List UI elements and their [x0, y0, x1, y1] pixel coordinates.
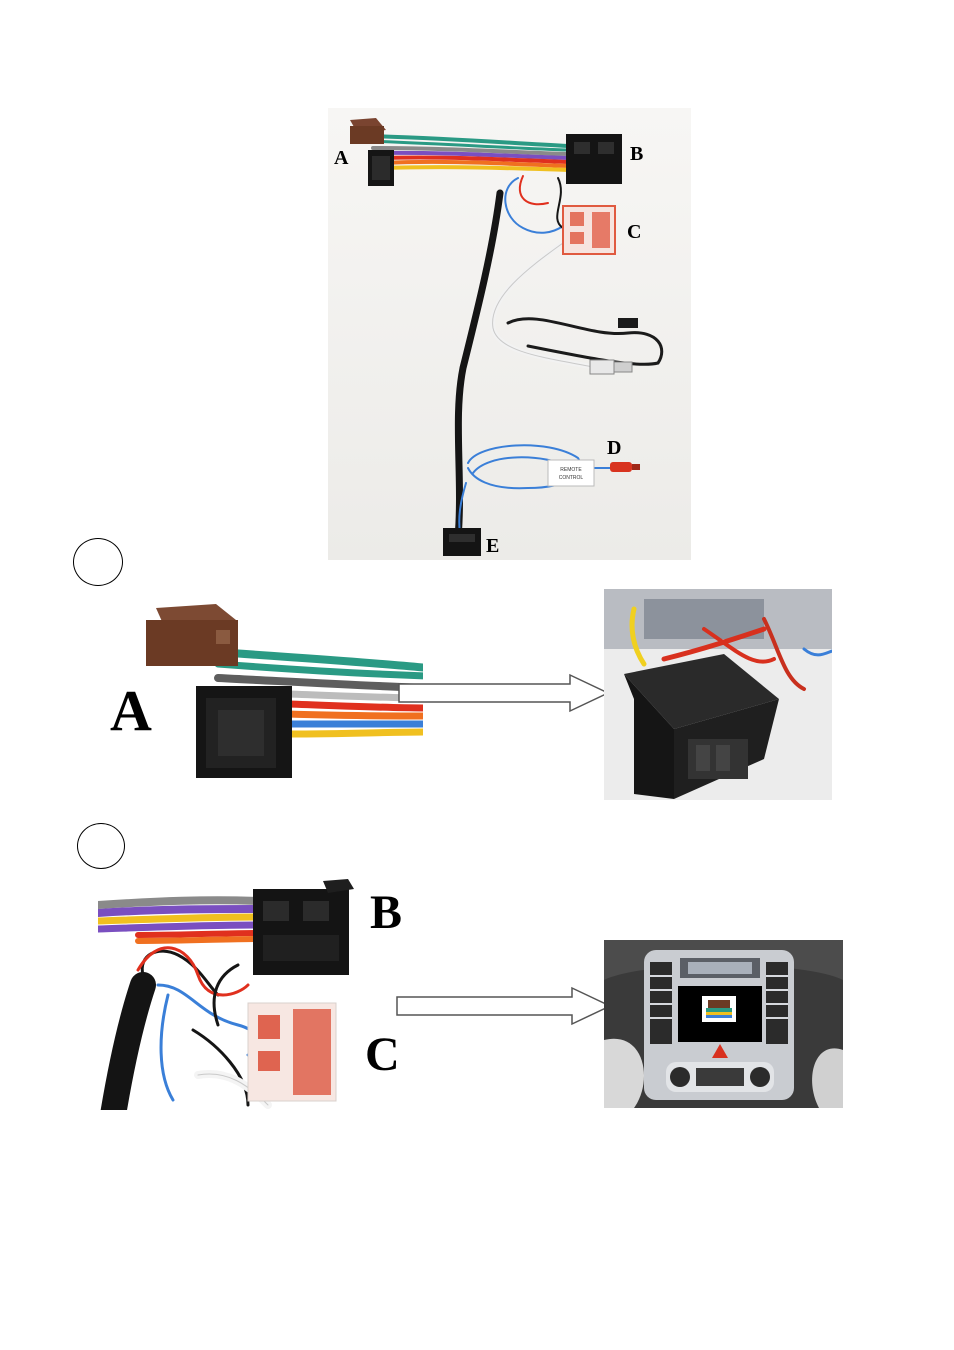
svg-text:REMOTE: REMOTE [560, 467, 582, 473]
black-plug [196, 686, 292, 778]
vehicle-socket-photo [604, 589, 832, 800]
svg-text:CONTROL: CONTROL [559, 475, 584, 481]
step-1-arrow [398, 673, 613, 713]
label-d: D [607, 438, 621, 458]
harness-overview-illustration: REMOTE CONTROL [328, 108, 691, 560]
connector-bc-closeup-photo: B C [98, 875, 428, 1110]
label-a: A [334, 148, 348, 168]
connector-a-closeup-photo: A [98, 590, 423, 790]
connector-b-plug [253, 879, 354, 975]
step-1-circle [73, 538, 123, 586]
step-2-label-b: B [370, 889, 402, 937]
connector-c-plug [248, 1003, 336, 1101]
step-2-arrow [396, 986, 616, 1026]
dashboard-head-unit-photo [604, 940, 843, 1108]
usb-plug [590, 360, 632, 374]
step-2-label-c: C [365, 1031, 400, 1079]
label-e: E [486, 536, 499, 556]
step-1-label: A [110, 682, 152, 740]
connector-b-black [566, 134, 622, 184]
label-b: B [630, 144, 643, 164]
connector-c-red [563, 206, 615, 254]
harness-overview-photo: REMOTE CONTROL A B C D E [328, 108, 691, 560]
step-2-circle [77, 823, 125, 869]
remote-control-tag: REMOTE CONTROL [548, 460, 594, 486]
brown-plug [146, 604, 238, 666]
label-c: C [627, 222, 641, 242]
aux-jack [618, 318, 638, 328]
connector-e-black [443, 528, 481, 556]
